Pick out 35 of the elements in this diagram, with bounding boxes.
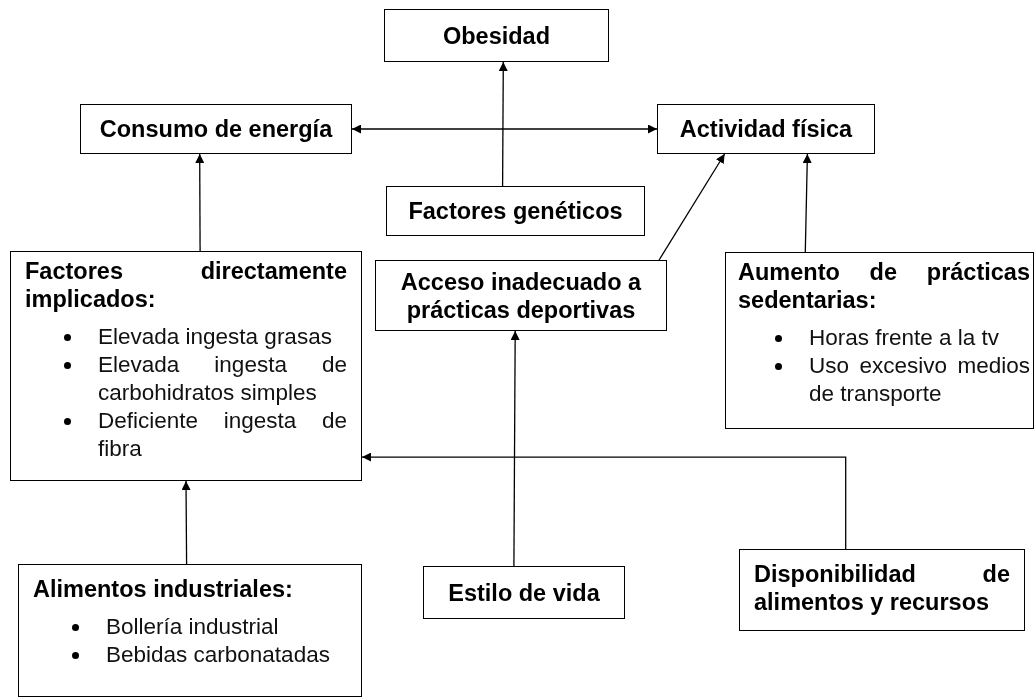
arrow — [181, 480, 191, 565]
text-box — [18, 564, 362, 697]
text-box — [725, 252, 1034, 429]
box-heading: Estilo de vida — [447, 578, 601, 607]
text-box — [423, 566, 625, 619]
text-box — [657, 104, 875, 154]
arrow — [498, 61, 508, 187]
arrow — [510, 330, 520, 567]
box-heading: Obesidad — [441, 21, 552, 50]
text-box — [386, 186, 645, 236]
arrow — [351, 124, 658, 134]
bullet-item: Deficiente ingesta de fibra — [98, 407, 347, 463]
text-box — [10, 251, 362, 481]
bullet-item: Bebidas carbonatadas — [106, 641, 331, 669]
box-heading: Aumento de prácticas sedentarias: — [738, 258, 1030, 314]
text-box — [375, 260, 667, 331]
box-heading: Consumo de energía — [98, 115, 334, 143]
bullet-item: Elevada ingesta grasas — [98, 323, 333, 351]
text-box — [384, 9, 609, 62]
box-heading: Alimentos industriales: — [33, 575, 294, 603]
box-heading: Acceso inadecuado a prácticas deportivas — [399, 267, 643, 324]
bullet-item: Uso excesivo medios de transporte — [809, 352, 1030, 408]
bullet-item: Bollería industrial — [106, 613, 280, 641]
arrow — [195, 153, 205, 252]
box-heading: Factores directamente implicados: — [25, 257, 347, 313]
arrow — [658, 153, 726, 261]
text-box — [80, 104, 352, 154]
arrow — [361, 452, 847, 550]
bullet-item: Horas frente a la tv — [809, 324, 1001, 352]
bullet-item: Elevada ingesta de carbohidratos simples — [98, 351, 347, 407]
box-heading: Disponibilidad de alimentos y recursos — [754, 560, 1010, 616]
box-heading: Actividad física — [678, 115, 854, 143]
text-box — [739, 549, 1025, 631]
arrow — [802, 153, 812, 253]
box-heading: Factores genéticos — [407, 197, 624, 225]
